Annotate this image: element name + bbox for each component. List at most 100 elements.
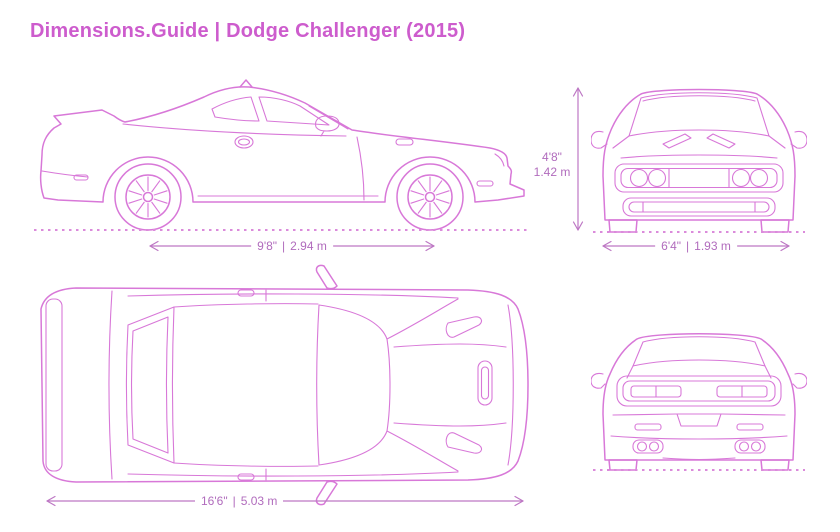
grille-inner <box>620 167 778 189</box>
front-left-tire <box>608 219 638 233</box>
length-metric: 5.03 m <box>240 494 278 508</box>
top-body-details <box>45 289 514 481</box>
taillight-band-inner <box>622 380 776 402</box>
front-wheel <box>396 163 464 231</box>
width-metric: 1.93 m <box>694 239 731 253</box>
taillight-band-outer <box>616 375 782 407</box>
front-body-outline <box>602 88 796 233</box>
shoulder-lines <box>127 293 459 477</box>
exhaust-tip <box>738 441 750 452</box>
right-mirror <box>790 130 807 149</box>
right-mirror <box>792 372 807 389</box>
door-handle-bottom <box>237 473 255 481</box>
dimension-separator: | <box>686 239 690 253</box>
height-metric: 1.42 m <box>533 165 571 179</box>
hood-edge-line <box>620 154 778 159</box>
roof-rails <box>173 303 319 467</box>
bumper-line <box>610 435 788 440</box>
side-view-drawing <box>34 79 528 231</box>
rear-right-tire <box>760 459 790 471</box>
headlight <box>731 168 751 188</box>
a-pillar-lines <box>386 298 459 472</box>
length-dimension: 16'6" | 5.03 m <box>45 494 525 508</box>
headlight <box>629 168 649 188</box>
door-window <box>258 96 330 126</box>
side-body-outline <box>39 79 525 203</box>
rear-wheel <box>114 163 182 231</box>
rear-bumper-seam <box>41 170 89 178</box>
right-hood-vent <box>706 133 736 149</box>
dimension-separator: | <box>282 239 286 253</box>
hood-vent-bottom <box>445 432 483 454</box>
width-imperial: 6'4" <box>661 239 682 253</box>
rear-body-details <box>591 336 807 461</box>
headlight-edge <box>494 153 505 167</box>
height-dimension-arrow <box>572 87 584 231</box>
fuel-door <box>234 135 254 149</box>
exhaust-tip <box>648 441 660 452</box>
grille-outer <box>614 163 784 193</box>
length-imperial: 16'6" <box>201 494 228 508</box>
front-right-tire <box>760 219 790 233</box>
wheelbase-dimension-label: 9'8" | 2.94 m <box>251 239 333 253</box>
side-mirror <box>315 115 340 137</box>
door-handle-top <box>237 289 255 297</box>
hood-creases <box>393 343 507 427</box>
length-arrow <box>46 495 524 507</box>
top-body-outline <box>40 287 529 483</box>
decklid-line <box>612 413 786 416</box>
taillight-dividers <box>655 385 743 398</box>
left-mirror <box>591 372 606 389</box>
front-side-marker <box>476 180 494 187</box>
a-pillar-creases <box>612 135 786 149</box>
hood-scoop <box>477 360 493 406</box>
grille-dividers <box>668 167 730 189</box>
exhaust-tip <box>750 441 762 452</box>
width-dimension-label: 6'4" | 1.93 m <box>655 239 737 253</box>
front-body-details <box>591 92 807 217</box>
mirror-top <box>315 264 338 290</box>
roof-antenna-fin <box>239 79 253 88</box>
lower-intake-inner <box>628 201 770 213</box>
hood-vent-top <box>445 316 483 338</box>
headlight <box>749 168 769 188</box>
dimension-separator: | <box>232 494 236 508</box>
left-reflector <box>634 423 662 431</box>
rear-window <box>632 336 766 367</box>
windshield-top <box>316 304 391 466</box>
rear-taillight-band <box>45 298 63 472</box>
a-pillar-line <box>308 105 349 130</box>
exhaust-tip <box>636 441 648 452</box>
door-shutline <box>356 136 365 201</box>
headlight <box>647 168 667 188</box>
roof-line <box>642 95 756 102</box>
wheelbase-dimension: 9'8" | 2.94 m <box>148 239 436 253</box>
right-reflector <box>736 423 764 431</box>
page-title: Dimensions.Guide | Dodge Challenger (201… <box>30 20 466 42</box>
left-mirror <box>591 130 608 149</box>
top-view-drawing <box>40 264 529 506</box>
front-fascia-seam <box>507 304 514 466</box>
side-body-details <box>41 96 505 201</box>
wheelbase-metric: 2.94 m <box>290 239 327 253</box>
license-recess <box>676 413 722 427</box>
rear-left-tire <box>608 459 638 471</box>
rear-view-drawing <box>591 333 807 471</box>
door-handle <box>395 138 414 146</box>
top-mirrors <box>315 264 338 506</box>
front-view-drawing <box>591 88 807 233</box>
width-dimension: 6'4" | 1.93 m <box>601 239 791 253</box>
intake-dividers <box>642 201 756 213</box>
left-hood-vent <box>662 133 692 149</box>
height-imperial: 4'8" <box>542 150 562 164</box>
diffuser-line <box>662 457 736 461</box>
right-exhaust-housing <box>734 439 766 454</box>
beltline <box>122 123 347 137</box>
lower-intake-outer <box>622 197 776 217</box>
rear-body-outline <box>602 333 796 471</box>
trunk-shutline <box>108 290 113 480</box>
left-exhaust-housing <box>632 439 664 454</box>
length-dimension-label: 16'6" | 5.03 m <box>195 494 284 508</box>
wheelbase-imperial: 9'8" <box>257 239 278 253</box>
